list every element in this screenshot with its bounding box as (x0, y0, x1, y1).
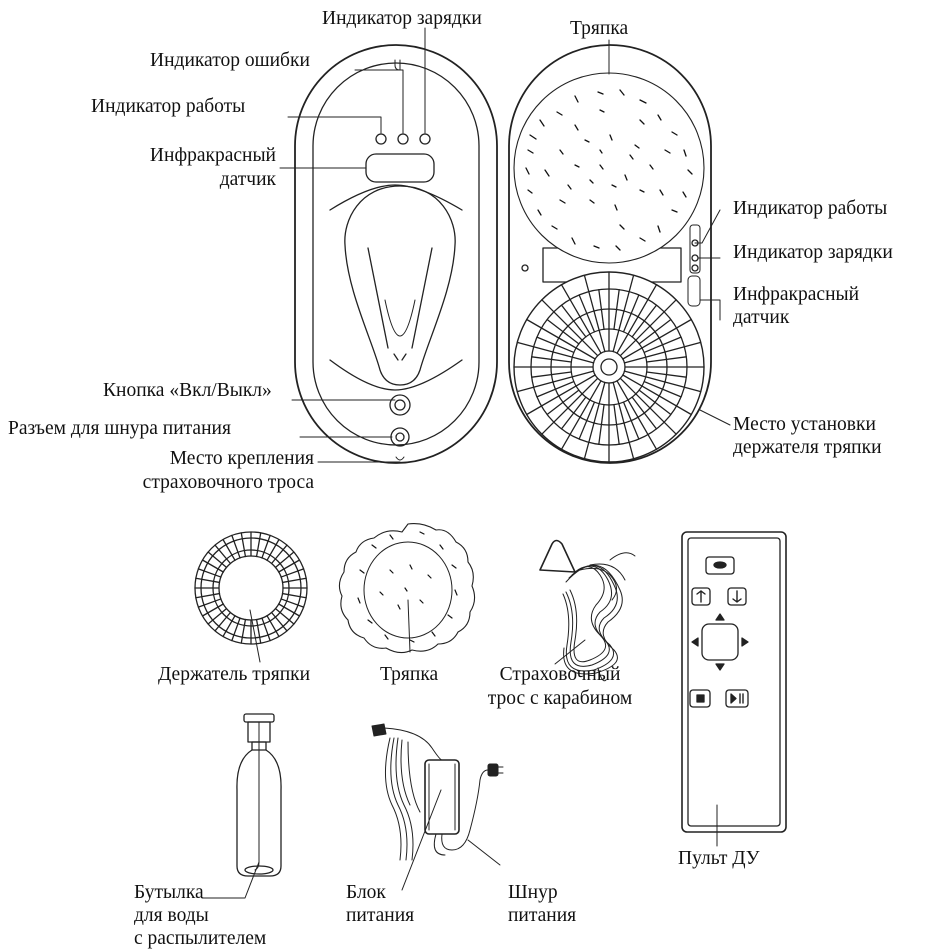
label-cloth-holder: Держатель тряпки (158, 664, 310, 686)
grille-spoke (241, 533, 245, 557)
label-power-socket: Разъем для шнура питания (8, 418, 231, 440)
label-power-unit-2: питания (346, 905, 414, 927)
label-bottle-1: Бутылка (134, 882, 204, 904)
label-safety-mount-2: страховочного троса (80, 472, 314, 494)
label-safety-rope-2: трос с карабином (470, 688, 650, 710)
label-safety-rope-1: Страховочный (470, 664, 650, 686)
label-ir-sensor-left-1: Инфракрасный (90, 145, 276, 167)
grille-spoke (196, 594, 220, 598)
label-ir-sensor-right-2: датчик (733, 307, 789, 329)
grille-spoke (241, 620, 245, 644)
remote-item (682, 532, 786, 832)
suction-cup (345, 186, 455, 385)
label-power-cord-2: питания (508, 905, 576, 927)
power-socket (391, 428, 409, 446)
label-safety-mount-1: Место крепления (80, 448, 314, 470)
label-holder-place-2: держателя тряпки (733, 437, 882, 459)
label-bottle-3: с распылителем (134, 928, 266, 950)
cloth-holder-item (195, 532, 307, 644)
label-indicator-charge-right: Индикатор зарядки (733, 242, 893, 264)
grille-spoke (283, 594, 307, 598)
label-cloth: Тряпка (380, 664, 438, 686)
label-power-cord-1: Шнур (508, 882, 558, 904)
label-holder-place-1: Место установки (733, 414, 876, 436)
power-adapter-item (372, 724, 503, 860)
ir-sensor-window (366, 154, 434, 182)
label-bottle-2: для воды (134, 905, 209, 927)
robot-back (509, 45, 711, 463)
label-ir-sensor-left-2: датчик (90, 169, 276, 191)
label-indicator-work-right: Индикатор работы (733, 198, 887, 220)
work-indicator-light (376, 134, 386, 144)
label-indicator-charge-top: Индикатор зарядки (322, 8, 482, 30)
error-indicator-light (398, 134, 408, 144)
grille-spoke (283, 578, 307, 582)
label-indicator-error: Индикатор ошибки (150, 50, 310, 72)
label-ir-sensor-right-1: Инфракрасный (733, 284, 859, 306)
safety-rope-item (540, 541, 635, 681)
grille-spoke (257, 620, 261, 644)
power-button (390, 395, 410, 415)
label-indicator-work-left: Индикатор работы (91, 96, 245, 118)
grille-spoke (257, 533, 261, 557)
label-power-button: Кнопка «Вкл/Выкл» (103, 380, 272, 402)
cloth-item (339, 524, 474, 653)
cloth-pad (514, 73, 704, 263)
bottle-item (237, 714, 281, 876)
label-power-unit-1: Блок (346, 882, 386, 904)
charge-indicator-light (420, 134, 430, 144)
grille-spoke (196, 578, 220, 582)
label-cloth-top: Тряпка (570, 18, 628, 40)
remote-dpad (702, 624, 738, 660)
label-remote: Пульт ДУ (678, 848, 760, 870)
